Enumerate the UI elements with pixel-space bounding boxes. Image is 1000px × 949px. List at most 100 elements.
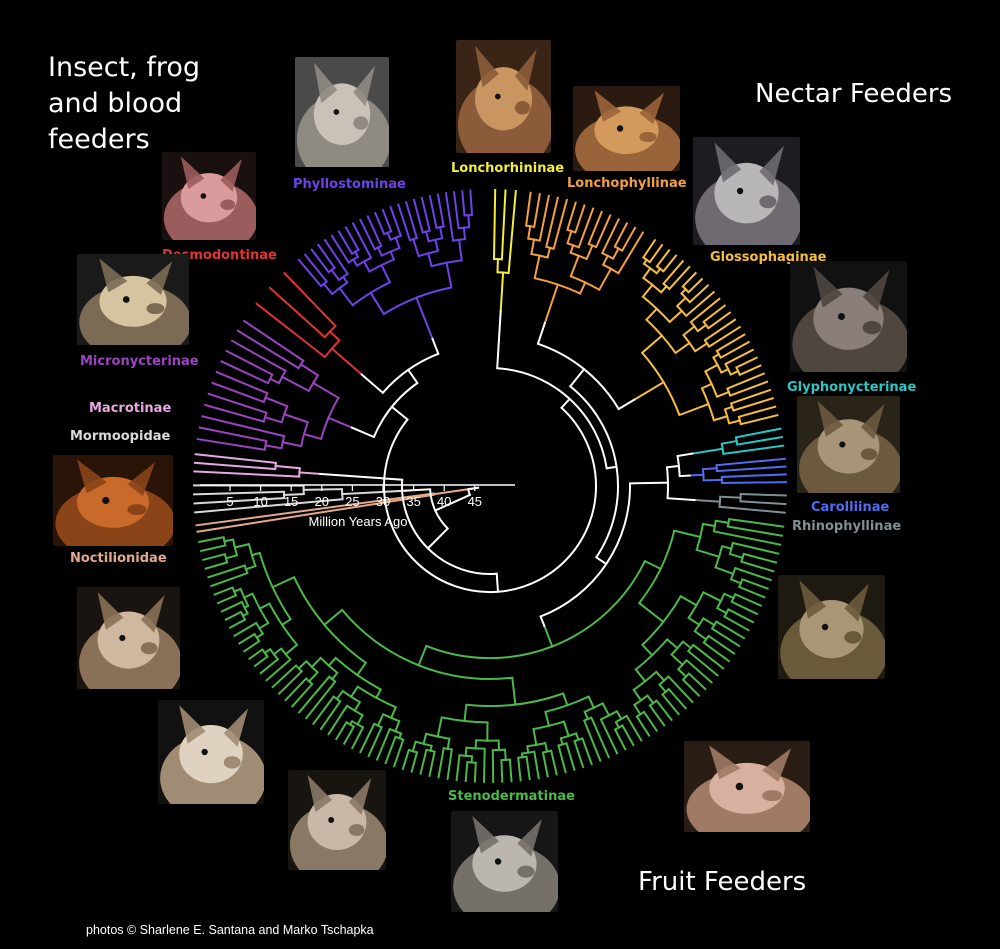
tree-leaf-branch xyxy=(724,348,755,366)
tree-internal-branch xyxy=(280,617,292,627)
nectar-heading: Nectar Feeders xyxy=(755,79,953,109)
tree-leaf-branch xyxy=(549,749,558,776)
tree-leaf-branch xyxy=(734,427,782,439)
tree-internal-branch xyxy=(574,732,580,742)
tree-internal-branch xyxy=(284,643,299,656)
tree-internal-branch xyxy=(264,444,283,450)
tree-leaf-branch xyxy=(242,319,305,363)
tree-leaf-branch xyxy=(469,189,474,216)
tree-internal-branch xyxy=(281,441,303,448)
tree-leaf-branch xyxy=(737,405,777,419)
backbone-branch xyxy=(404,488,432,492)
tree-internal-branch xyxy=(702,616,716,627)
tree-leaf-branch xyxy=(740,560,775,573)
tree-leaf-branch xyxy=(255,302,327,359)
tree-internal-branch xyxy=(328,330,341,342)
clade-label-rhinophyllinae: Rhinophyllinae xyxy=(792,519,902,534)
tree-leaf-branch xyxy=(337,230,354,256)
tree-internal-branch xyxy=(271,575,296,589)
time-axis-title: Million Years Ago xyxy=(308,514,407,529)
tree-internal-branch xyxy=(376,246,384,257)
tree-internal-branch xyxy=(585,244,594,261)
tree-internal-branch xyxy=(645,307,659,322)
tree-internal-branch xyxy=(445,261,453,289)
tree-leaf-branch xyxy=(691,643,725,670)
tree-internal-branch xyxy=(640,643,654,657)
tree-leaf-branch xyxy=(373,211,386,236)
tree-leaf-branch xyxy=(253,655,269,668)
tree-internal-branch xyxy=(223,538,235,543)
tree-internal-branch xyxy=(374,688,383,700)
tree-leaf-branch xyxy=(344,226,360,252)
time-axis-tick-label: 30 xyxy=(376,494,390,509)
tree-internal-branch xyxy=(675,296,688,308)
bat-portrait-icon xyxy=(693,137,800,245)
tree-leaf-branch xyxy=(715,465,787,473)
backbone-branch xyxy=(319,472,404,481)
tree-leaf-branch xyxy=(201,415,286,438)
tree-internal-branch xyxy=(349,685,360,699)
tree-leaf-branch xyxy=(727,517,785,528)
tree-leaf-branch xyxy=(739,492,787,497)
tree-internal-branch xyxy=(462,226,467,241)
tree-internal-branch xyxy=(640,334,664,355)
bat-photo-stenodermatinae-4 xyxy=(684,741,810,832)
tree-leaf-branch xyxy=(350,726,365,750)
tree-leaf-branch xyxy=(381,208,393,233)
tree-leaf-branch xyxy=(565,742,576,771)
tree-leaf-branch xyxy=(473,761,477,783)
tree-internal-branch xyxy=(511,676,517,706)
bat-photo-stenodermatinae-5 xyxy=(451,811,558,912)
tree-leaf-branch xyxy=(437,747,445,779)
tree-internal-branch xyxy=(526,745,530,754)
tree-leaf-branch xyxy=(461,190,466,217)
tree-leaf-branch xyxy=(265,658,292,682)
tree-internal-branch xyxy=(327,416,354,429)
tree-internal-branch xyxy=(268,377,281,385)
tree-internal-branch xyxy=(258,602,271,610)
tree-leaf-branch xyxy=(384,735,397,765)
tree-leaf-branch xyxy=(681,678,701,698)
backbone-branch xyxy=(605,465,618,470)
backbone-branch xyxy=(617,398,636,411)
bat-portrait-icon xyxy=(77,254,189,345)
backbone-branch xyxy=(496,310,502,370)
bat-photo-rhinophyllinae xyxy=(778,575,885,679)
tree-node-arc xyxy=(425,560,646,660)
tree-internal-branch xyxy=(434,238,440,253)
tree-internal-branch xyxy=(446,737,451,751)
tree-leaf-branch xyxy=(655,248,671,268)
backbone-branch xyxy=(560,397,572,410)
tree-leaf-branch xyxy=(195,492,435,527)
tree-leaf-branch xyxy=(648,243,664,264)
tree-internal-branch xyxy=(632,703,642,716)
tree-leaf-branch xyxy=(193,497,286,505)
tree-leaf-branch xyxy=(635,715,651,737)
tree-leaf-branch xyxy=(733,592,763,607)
tree-leaf-branch xyxy=(500,189,507,261)
tree-leaf-branch xyxy=(742,552,778,564)
tree-internal-branch xyxy=(720,544,733,550)
tree-internal-branch xyxy=(614,720,621,729)
bat-photo-desmodontinae xyxy=(162,152,256,240)
backbone-branch xyxy=(426,527,450,550)
bat-photo-lonchorhininae xyxy=(456,40,551,153)
tree-internal-branch xyxy=(712,415,729,422)
tree-internal-branch xyxy=(700,382,713,390)
tree-leaf-branch xyxy=(737,585,766,599)
tree-leaf-branch xyxy=(392,738,405,768)
tree-internal-branch xyxy=(665,637,679,650)
tree-leaf-branch xyxy=(375,727,392,761)
tree-leaf-branch xyxy=(721,481,788,485)
tree-internal-branch xyxy=(504,748,507,761)
tree-internal-branch xyxy=(463,703,468,723)
tree-internal-branch xyxy=(341,489,407,496)
tree-leaf-branch xyxy=(642,710,659,732)
tree-internal-branch xyxy=(310,656,323,669)
tree-internal-branch xyxy=(611,247,620,260)
backbone-branch xyxy=(536,321,547,346)
tree-leaf-branch xyxy=(500,759,504,783)
tree-leaf-branch xyxy=(538,194,550,242)
tree-leaf-branch xyxy=(304,680,337,720)
